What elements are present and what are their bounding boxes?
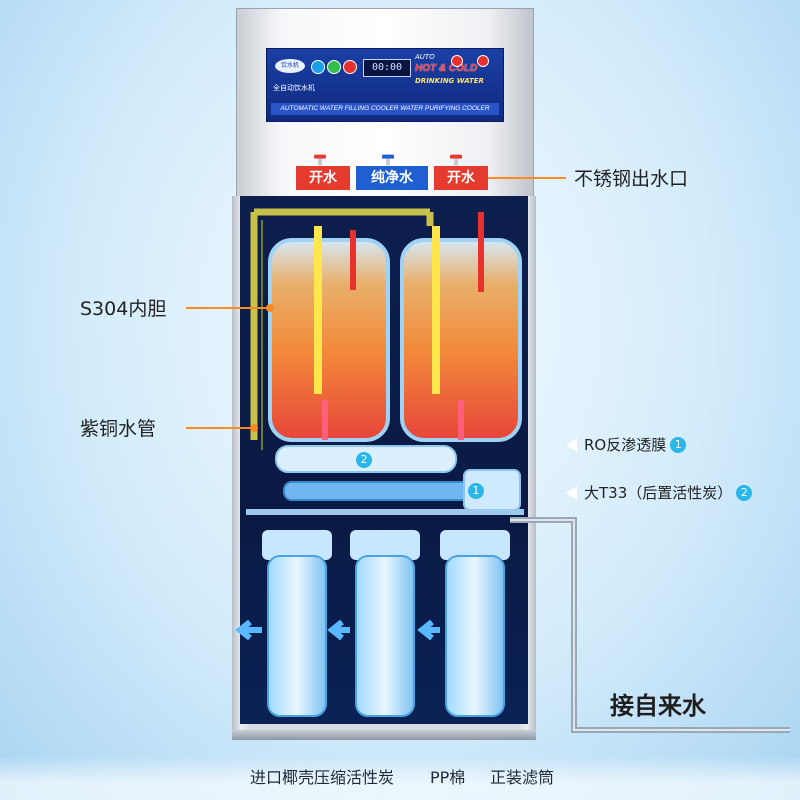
ro-inline-badge: 1 [468, 483, 484, 499]
ro-callout-label: RO反渗透膜 [584, 436, 667, 454]
faucet-label-hot-left: 开水 [296, 166, 350, 190]
faucet-right-icon[interactable] [446, 150, 466, 170]
right-heater [458, 400, 464, 440]
bottom-label-carbon: 进口椰壳压缩活性炭 [250, 768, 395, 787]
left-tank-red-tube [350, 230, 356, 290]
left-tank [268, 238, 390, 442]
panel-drinking-label: DRINKING WATER [415, 77, 484, 85]
outlet-callout: 不锈钢出水口 [574, 168, 689, 190]
ro-membrane [283, 481, 473, 501]
inlet-callout: 接自来水 [610, 692, 706, 720]
t33-callout-label: 大T33（后置活性炭） [584, 484, 733, 502]
filter-cartridge-3 [440, 530, 510, 717]
panel-strip-text: AUTOMATIC WATER FILLING COOLER WATER PUR… [271, 103, 499, 115]
left-heater [322, 400, 328, 440]
bottom-label-pp: PP棉 [430, 768, 466, 787]
inlet-pipe-inner [510, 519, 790, 731]
bottom-band [0, 756, 800, 800]
flow-arrow-2 [327, 619, 350, 641]
hot-button[interactable] [451, 55, 463, 67]
panel-subtitle: 全自动饮水机 [273, 84, 315, 92]
control-panel: 饮水机 00:00 AUTO HOT & COLD DRINKING WATER… [266, 48, 504, 122]
faucet-left-icon[interactable] [310, 150, 330, 170]
ro-arrow-icon [566, 438, 577, 452]
faucet-label-hot-right: 开水 [434, 166, 488, 190]
power-button[interactable] [477, 55, 489, 67]
cabinet-base [232, 730, 536, 740]
brand-logo: 饮水机 [275, 59, 305, 73]
panel-hot-cold-label: HOT & COLD [415, 63, 478, 74]
t33-callout: 大T33（后置活性炭）2 [584, 482, 753, 503]
copper-pipe-left [250, 208, 434, 440]
faucet-middle-icon[interactable] [378, 150, 398, 170]
bottom-label-filter: 正装滤筒 [490, 768, 555, 787]
digital-display: 00:00 [363, 59, 411, 77]
t33-callout-badge: 2 [736, 485, 753, 501]
filter-cartridge-1 [262, 530, 332, 717]
faucet-label-pure: 纯净水 [356, 166, 428, 190]
ro-callout-badge: 1 [670, 437, 687, 453]
right-tank-red-tube [478, 212, 484, 292]
flow-arrow-3 [417, 619, 440, 641]
t33-inline-badge: 2 [356, 452, 372, 468]
left-tank-yellow-tube [314, 226, 322, 394]
indicator-red-icon [343, 60, 357, 74]
panel-auto-label: AUTO [415, 53, 435, 61]
indicator-green-icon [327, 60, 341, 74]
right-tank-yellow-tube [432, 226, 440, 394]
filter-cartridge-2 [350, 530, 420, 717]
tank-callout: S304内胆 [80, 298, 167, 320]
pipe-callout: 紫铜水管 [80, 418, 157, 440]
indicator-blue-icon [311, 60, 325, 74]
t33-arrow-icon [566, 486, 577, 500]
flow-arrow-1 [235, 619, 262, 641]
